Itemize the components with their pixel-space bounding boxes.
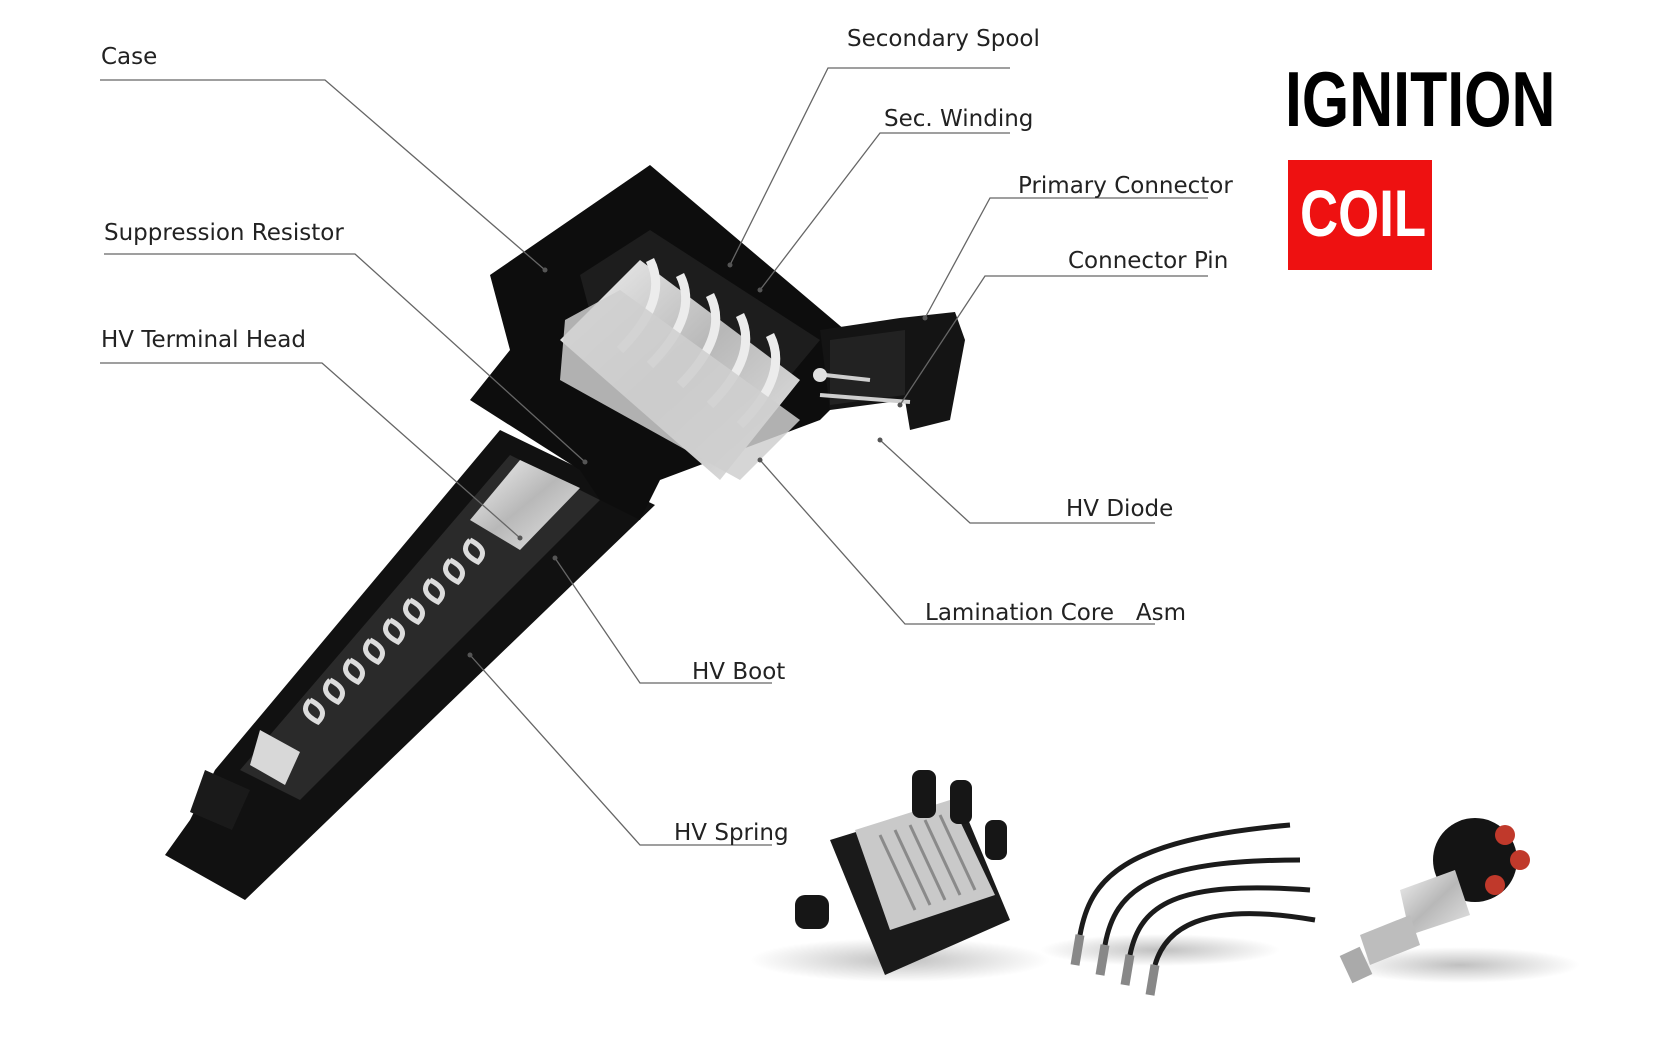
label-hv-terminal-head: HV Terminal Head [101, 327, 306, 353]
product-distributor [1339, 818, 1580, 984]
label-lamination-core-asm: Lamination Core Asm [925, 600, 1187, 626]
leader-hv-boot [554, 557, 772, 684]
leader-primary-connector [924, 197, 1208, 319]
leader-lines [100, 67, 1208, 846]
suppression-resistor-part [470, 460, 580, 550]
label-hv-spring: HV Spring [674, 820, 789, 846]
leader-sec-winding [759, 132, 1010, 291]
leader-hv-diode [879, 439, 1155, 524]
label-hv-diode: HV Diode [1066, 496, 1174, 522]
coil-badge-text: COIL [1300, 176, 1427, 250]
product-coil-pack [750, 770, 1050, 982]
page-title-ignition: IGNITION [1285, 55, 1556, 143]
leader-lamination-core [759, 459, 1155, 625]
leader-hv-terminal-head [100, 362, 521, 539]
label-suppression-resistor: Suppression Resistor [104, 220, 344, 246]
leader-suppression-resistor [104, 253, 586, 463]
hv-spring-part [303, 537, 485, 726]
lamination-core-part [560, 290, 800, 480]
label-hv-boot: HV Boot [692, 659, 786, 685]
label-secondary-spool: Secondary Spool [847, 26, 1040, 52]
leader-case [100, 79, 546, 271]
coil-cutaway-illustration [165, 165, 965, 900]
label-sec-winding: Sec. Winding [884, 106, 1034, 132]
hv-diode-part [813, 368, 827, 382]
coil-badge: COIL [1288, 160, 1432, 270]
label-case: Case [101, 44, 158, 70]
label-connector-pin: Connector Pin [1068, 248, 1229, 274]
leader-hv-spring [469, 654, 772, 846]
leader-secondary-spool [729, 67, 1010, 266]
label-primary-connector: Primary Connector [1018, 173, 1233, 199]
leader-connector-pin [899, 275, 1208, 406]
product-spark-plug-wires [1040, 822, 1316, 996]
